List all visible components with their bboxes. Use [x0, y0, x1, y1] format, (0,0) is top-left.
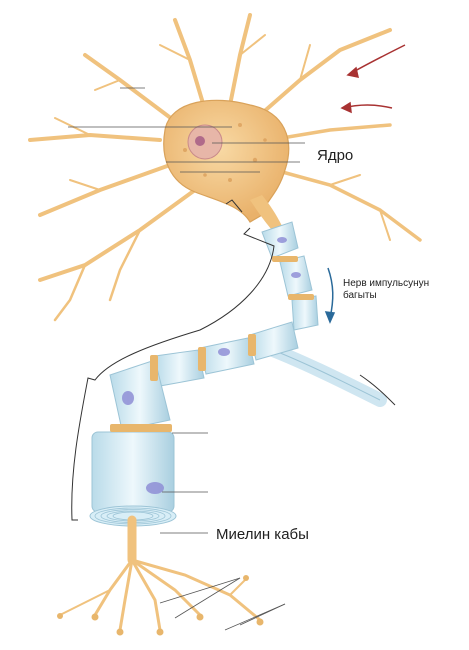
impulse-direction-arrow [326, 268, 334, 322]
myelin-sheath-label: Миелин кабы [216, 526, 309, 543]
nucleolus [195, 136, 205, 146]
myelin-segments [90, 222, 318, 526]
nucleus-label: Ядро [317, 147, 353, 164]
incoming-impulse-arrows [342, 45, 405, 112]
nucleus [188, 125, 222, 159]
impulse-direction-label: Нерв импульсунун багыты [343, 278, 463, 302]
